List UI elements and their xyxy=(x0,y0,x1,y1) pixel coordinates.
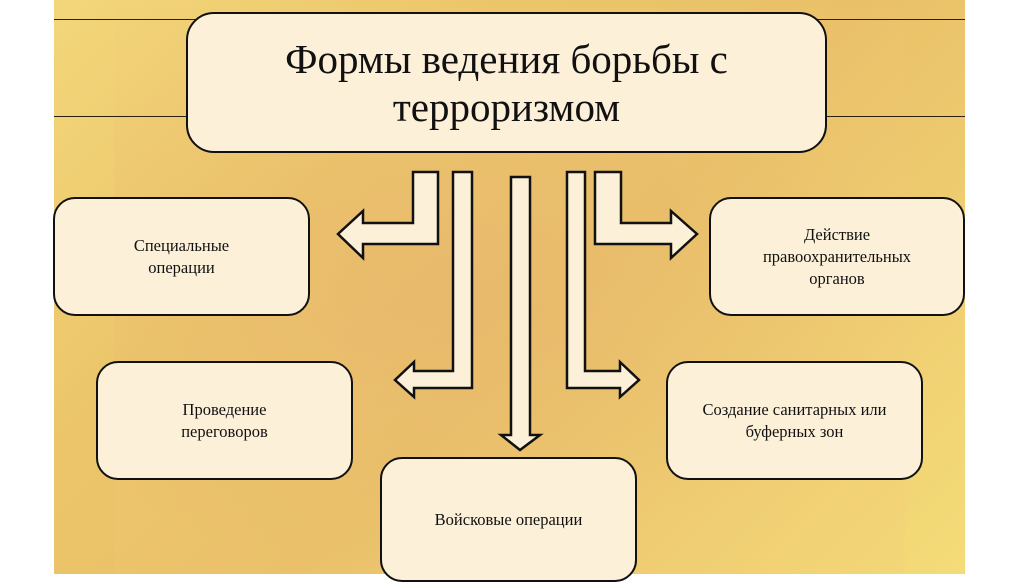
label-special-operations: Специальные операции xyxy=(133,235,230,277)
arrow-to-military-operations xyxy=(497,175,544,452)
box-military-operations: Войсковые операции xyxy=(380,457,637,582)
label-buffer-zones: Создание санитарных или буферных зон xyxy=(702,399,887,441)
box-negotiations: Проведение переговоров xyxy=(96,361,353,480)
box-buffer-zones: Создание санитарных или буферных зон xyxy=(666,361,923,480)
label-law-enforcement: Действие правоохранительных органов xyxy=(762,224,912,288)
arrow-to-special-operations xyxy=(336,170,440,261)
diagram-title: Формы ведения борьбы с терроризмом xyxy=(285,35,728,130)
arrow-to-negotiations xyxy=(393,170,474,400)
box-special-operations: Специальные операции xyxy=(53,197,310,316)
arrow-to-law-enforcement xyxy=(593,170,699,261)
box-law-enforcement: Действие правоохранительных органов xyxy=(709,197,965,316)
label-negotiations: Проведение переговоров xyxy=(181,399,268,441)
label-military-operations: Войсковые операции xyxy=(434,510,583,529)
arrow-to-buffer-zones xyxy=(565,170,641,400)
diagram-title-box: Формы ведения борьбы с терроризмом xyxy=(186,12,827,153)
